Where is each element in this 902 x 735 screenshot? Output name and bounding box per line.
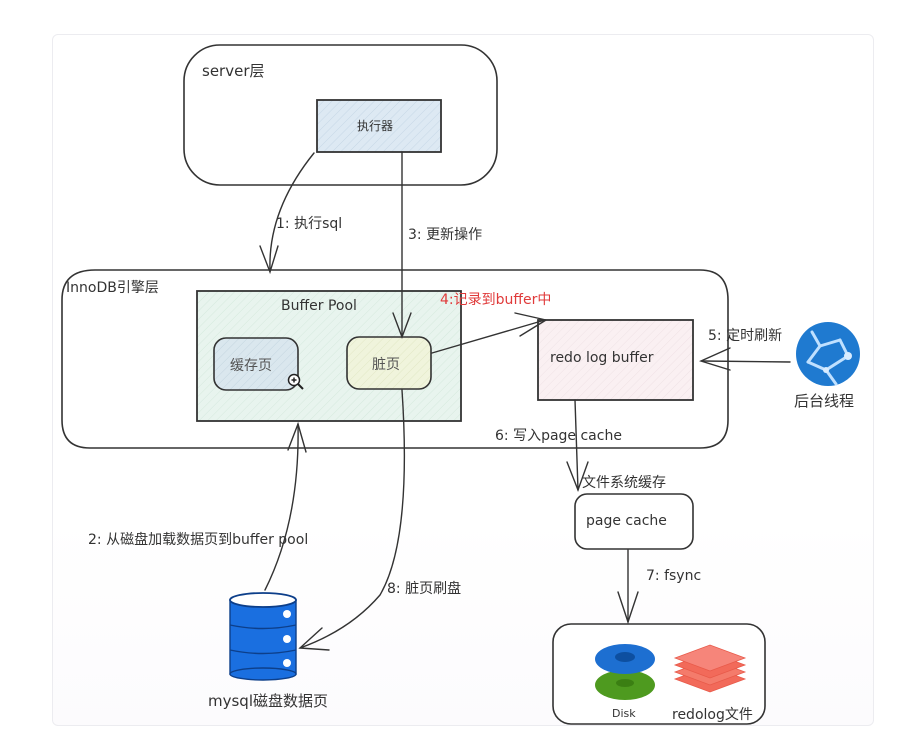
arrow-step5-head (699, 347, 731, 371)
step7-label: 7: fsync (646, 568, 702, 584)
arrow-step1 (269, 152, 315, 271)
background-thread-icon (796, 322, 860, 386)
arrow-step3-head (392, 312, 412, 339)
step3-label: 3: 更新操作 (408, 227, 483, 243)
innodb-layer-title: InnoDB引擎层 (66, 280, 159, 296)
step6-label: 6: 写入page cache (495, 428, 622, 444)
step1-label: 1: 执行sql (276, 216, 343, 232)
executor-label: 执行器 (357, 119, 394, 133)
arrow-step2-head (287, 421, 307, 453)
background-thread-label: 后台线程 (794, 392, 855, 410)
arrow-step7-head (617, 591, 639, 625)
cached-page-box (213, 337, 299, 391)
arrow-step6 (574, 399, 579, 491)
arrow-step8 (299, 389, 406, 649)
arrow-step4 (431, 319, 546, 354)
step4-label: 4:记录到buffer中 (440, 292, 552, 308)
dirty-page-label: 脏页 (372, 357, 400, 373)
database-icon (229, 592, 297, 681)
arrow-step1-head (259, 245, 279, 275)
zoom-cursor-icon (287, 373, 304, 390)
server-layer-title: server层 (202, 62, 265, 80)
step8-label: 8: 脏页刷盘 (387, 581, 462, 597)
file-system-cache-caption: 文件系统缓存 (582, 475, 666, 491)
disk-label: Disk (612, 707, 636, 720)
arrow-step6-head (566, 461, 589, 492)
cached-page-label: 缓存页 (230, 358, 272, 374)
dirty-page-box (346, 336, 432, 390)
step2-label: 2: 从磁盘加载数据页到buffer pool (88, 532, 309, 548)
redo-log-buffer-label: redo log buffer (550, 350, 654, 366)
redolog-file-icon (673, 644, 747, 693)
arrow-step8-head (298, 627, 330, 651)
disk-icon (595, 644, 655, 700)
mysql-disk-label: mysql磁盘数据页 (208, 692, 328, 710)
arrow-step4-head (514, 312, 548, 337)
executor-box (316, 99, 442, 153)
redolog-file-label: redolog文件 (672, 707, 753, 723)
redo-log-buffer-box (537, 319, 694, 401)
page-cache-label: page cache (586, 513, 667, 529)
page-cache-box (574, 493, 694, 550)
step5-label: 5: 定时刷新 (708, 328, 783, 344)
arrow-step5 (701, 360, 791, 363)
buffer-pool-title: Buffer Pool (281, 298, 357, 314)
arrow-step2 (264, 423, 299, 591)
